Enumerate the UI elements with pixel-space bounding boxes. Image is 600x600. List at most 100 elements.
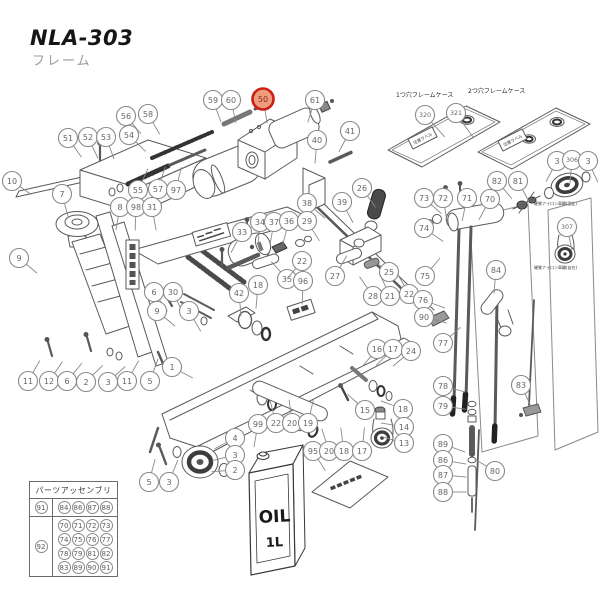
callout-76[interactable]: 76 <box>412 289 446 311</box>
callout-73[interactable]: 73 <box>413 187 442 215</box>
callout-88[interactable]: 88 <box>432 481 467 503</box>
callout-50-highlighted[interactable]: 50 <box>251 87 275 124</box>
callout-1[interactable]: 1 <box>161 356 193 379</box>
callout-25[interactable]: 25 <box>369 258 400 283</box>
callout-circle <box>414 265 436 287</box>
callout-42[interactable]: 42 <box>228 282 250 317</box>
callout-52[interactable]: 52 <box>77 126 99 159</box>
callout-19[interactable]: 19 <box>297 400 319 434</box>
callout-29[interactable]: 29 <box>296 210 320 242</box>
callout-3[interactable]: 3 <box>212 444 246 466</box>
callout-79[interactable]: 79 <box>432 395 467 417</box>
callout-27[interactable]: 27 <box>324 255 348 287</box>
callout-26[interactable]: 26 <box>351 177 376 208</box>
callout-2[interactable]: 2 <box>75 365 103 393</box>
callout-11[interactable]: 11 <box>17 360 41 392</box>
callout-3[interactable]: 3 <box>545 150 568 182</box>
callout-70[interactable]: 70 <box>478 188 501 220</box>
callout-3[interactable]: 3 <box>577 150 599 183</box>
callout-5[interactable]: 5 <box>138 459 160 493</box>
callout-84[interactable]: 84 <box>485 259 507 294</box>
callout-58[interactable]: 58 <box>137 103 161 135</box>
callout-31[interactable]: 31 <box>141 196 163 231</box>
callout-9[interactable]: 9 <box>146 300 176 327</box>
callout-17[interactable]: 17 <box>375 338 404 366</box>
callout-83[interactable]: 83 <box>510 374 532 407</box>
callout-39[interactable]: 39 <box>331 191 354 223</box>
callout-leader-line <box>431 233 444 242</box>
callout-circle <box>220 89 242 111</box>
callout-15[interactable]: 15 <box>347 393 376 421</box>
callout-320[interactable]: 320 <box>414 104 446 138</box>
plate1-heading: 1つ穴フレームケース <box>396 91 453 99</box>
callout-17[interactable]: 17 <box>351 427 373 462</box>
callout-307[interactable]: 307 <box>556 216 578 251</box>
callout-71[interactable]: 71 <box>456 187 478 222</box>
callout-24[interactable]: 24 <box>392 340 422 367</box>
callout-22[interactable]: 22 <box>286 250 313 280</box>
callout-3[interactable]: 3 <box>97 365 126 393</box>
callout-leader-line <box>64 203 69 217</box>
callout-51[interactable]: 51 <box>57 127 82 158</box>
callout-40[interactable]: 40 <box>306 129 328 164</box>
callout-90[interactable]: 90 <box>413 306 447 328</box>
callout-60[interactable]: 60 <box>220 89 242 124</box>
callout-34[interactable]: 34 <box>249 211 271 246</box>
callout-5[interactable]: 5 <box>139 358 161 392</box>
callout-28[interactable]: 28 <box>359 276 384 307</box>
callout-10[interactable]: 10 <box>1 170 32 195</box>
callout-95[interactable]: 95 <box>302 440 326 472</box>
callout-3[interactable]: 3 <box>158 460 180 493</box>
callout-number: 20 <box>287 419 297 428</box>
callout-41[interactable]: 41 <box>338 120 361 152</box>
instruction-sheet-drawing <box>311 460 389 509</box>
callout-number: 35 <box>282 275 292 284</box>
callout-12[interactable]: 12 <box>38 361 63 392</box>
callout-circle <box>507 170 529 192</box>
callout-89[interactable]: 89 <box>432 433 466 455</box>
callout-81[interactable]: 81 <box>507 170 530 202</box>
callout-3[interactable]: 3 <box>178 300 202 332</box>
callout-leader-line <box>474 458 487 467</box>
callout-72[interactable]: 72 <box>432 187 454 222</box>
callout-61[interactable]: 61 <box>304 89 326 123</box>
callout-96[interactable]: 96 <box>292 270 314 305</box>
callout-13[interactable]: 13 <box>381 432 415 454</box>
callout-56[interactable]: 56 <box>115 105 142 135</box>
callout-6[interactable]: 6 <box>56 362 83 392</box>
callout-321[interactable]: 321 <box>445 102 474 138</box>
callout-18[interactable]: 18 <box>380 398 414 420</box>
callout-74[interactable]: 74 <box>413 217 444 242</box>
callout-4[interactable]: 4 <box>214 427 246 450</box>
callout-circle <box>116 370 138 392</box>
callout-54[interactable]: 54 <box>118 124 146 152</box>
callout-circle <box>304 89 326 111</box>
callout-33[interactable]: 33 <box>230 221 253 253</box>
callout-number: 90 <box>419 313 429 322</box>
callout-2[interactable]: 2 <box>211 459 246 481</box>
callout-78[interactable]: 78 <box>432 375 466 397</box>
callout-77[interactable]: 77 <box>432 326 461 354</box>
callout-98[interactable]: 98 <box>125 196 147 231</box>
callout-18[interactable]: 18 <box>333 427 355 462</box>
callout-18[interactable]: 18 <box>247 274 269 309</box>
callout-99[interactable]: 99 <box>247 413 269 448</box>
callout-82[interactable]: 82 <box>486 170 513 200</box>
callout-87[interactable]: 87 <box>432 464 467 486</box>
callout-9[interactable]: 9 <box>8 247 38 274</box>
callout-number: 70 <box>485 195 495 204</box>
callout-number: 74 <box>419 224 429 233</box>
callout-97[interactable]: 97 <box>165 167 187 201</box>
callout-59[interactable]: 59 <box>202 89 224 123</box>
callout-circle <box>162 281 184 303</box>
callout-86[interactable]: 86 <box>432 449 467 471</box>
callout-36[interactable]: 36 <box>278 210 300 244</box>
callout-75[interactable]: 75 <box>414 257 441 287</box>
callout-53[interactable]: 53 <box>95 126 117 160</box>
callout-7[interactable]: 7 <box>51 183 73 217</box>
callout-11[interactable]: 11 <box>116 360 140 392</box>
callout-80[interactable]: 80 <box>474 458 506 482</box>
callout-35[interactable]: 35 <box>270 261 298 290</box>
callout-21[interactable]: 21 <box>379 274 401 307</box>
callout-circle <box>445 102 467 124</box>
